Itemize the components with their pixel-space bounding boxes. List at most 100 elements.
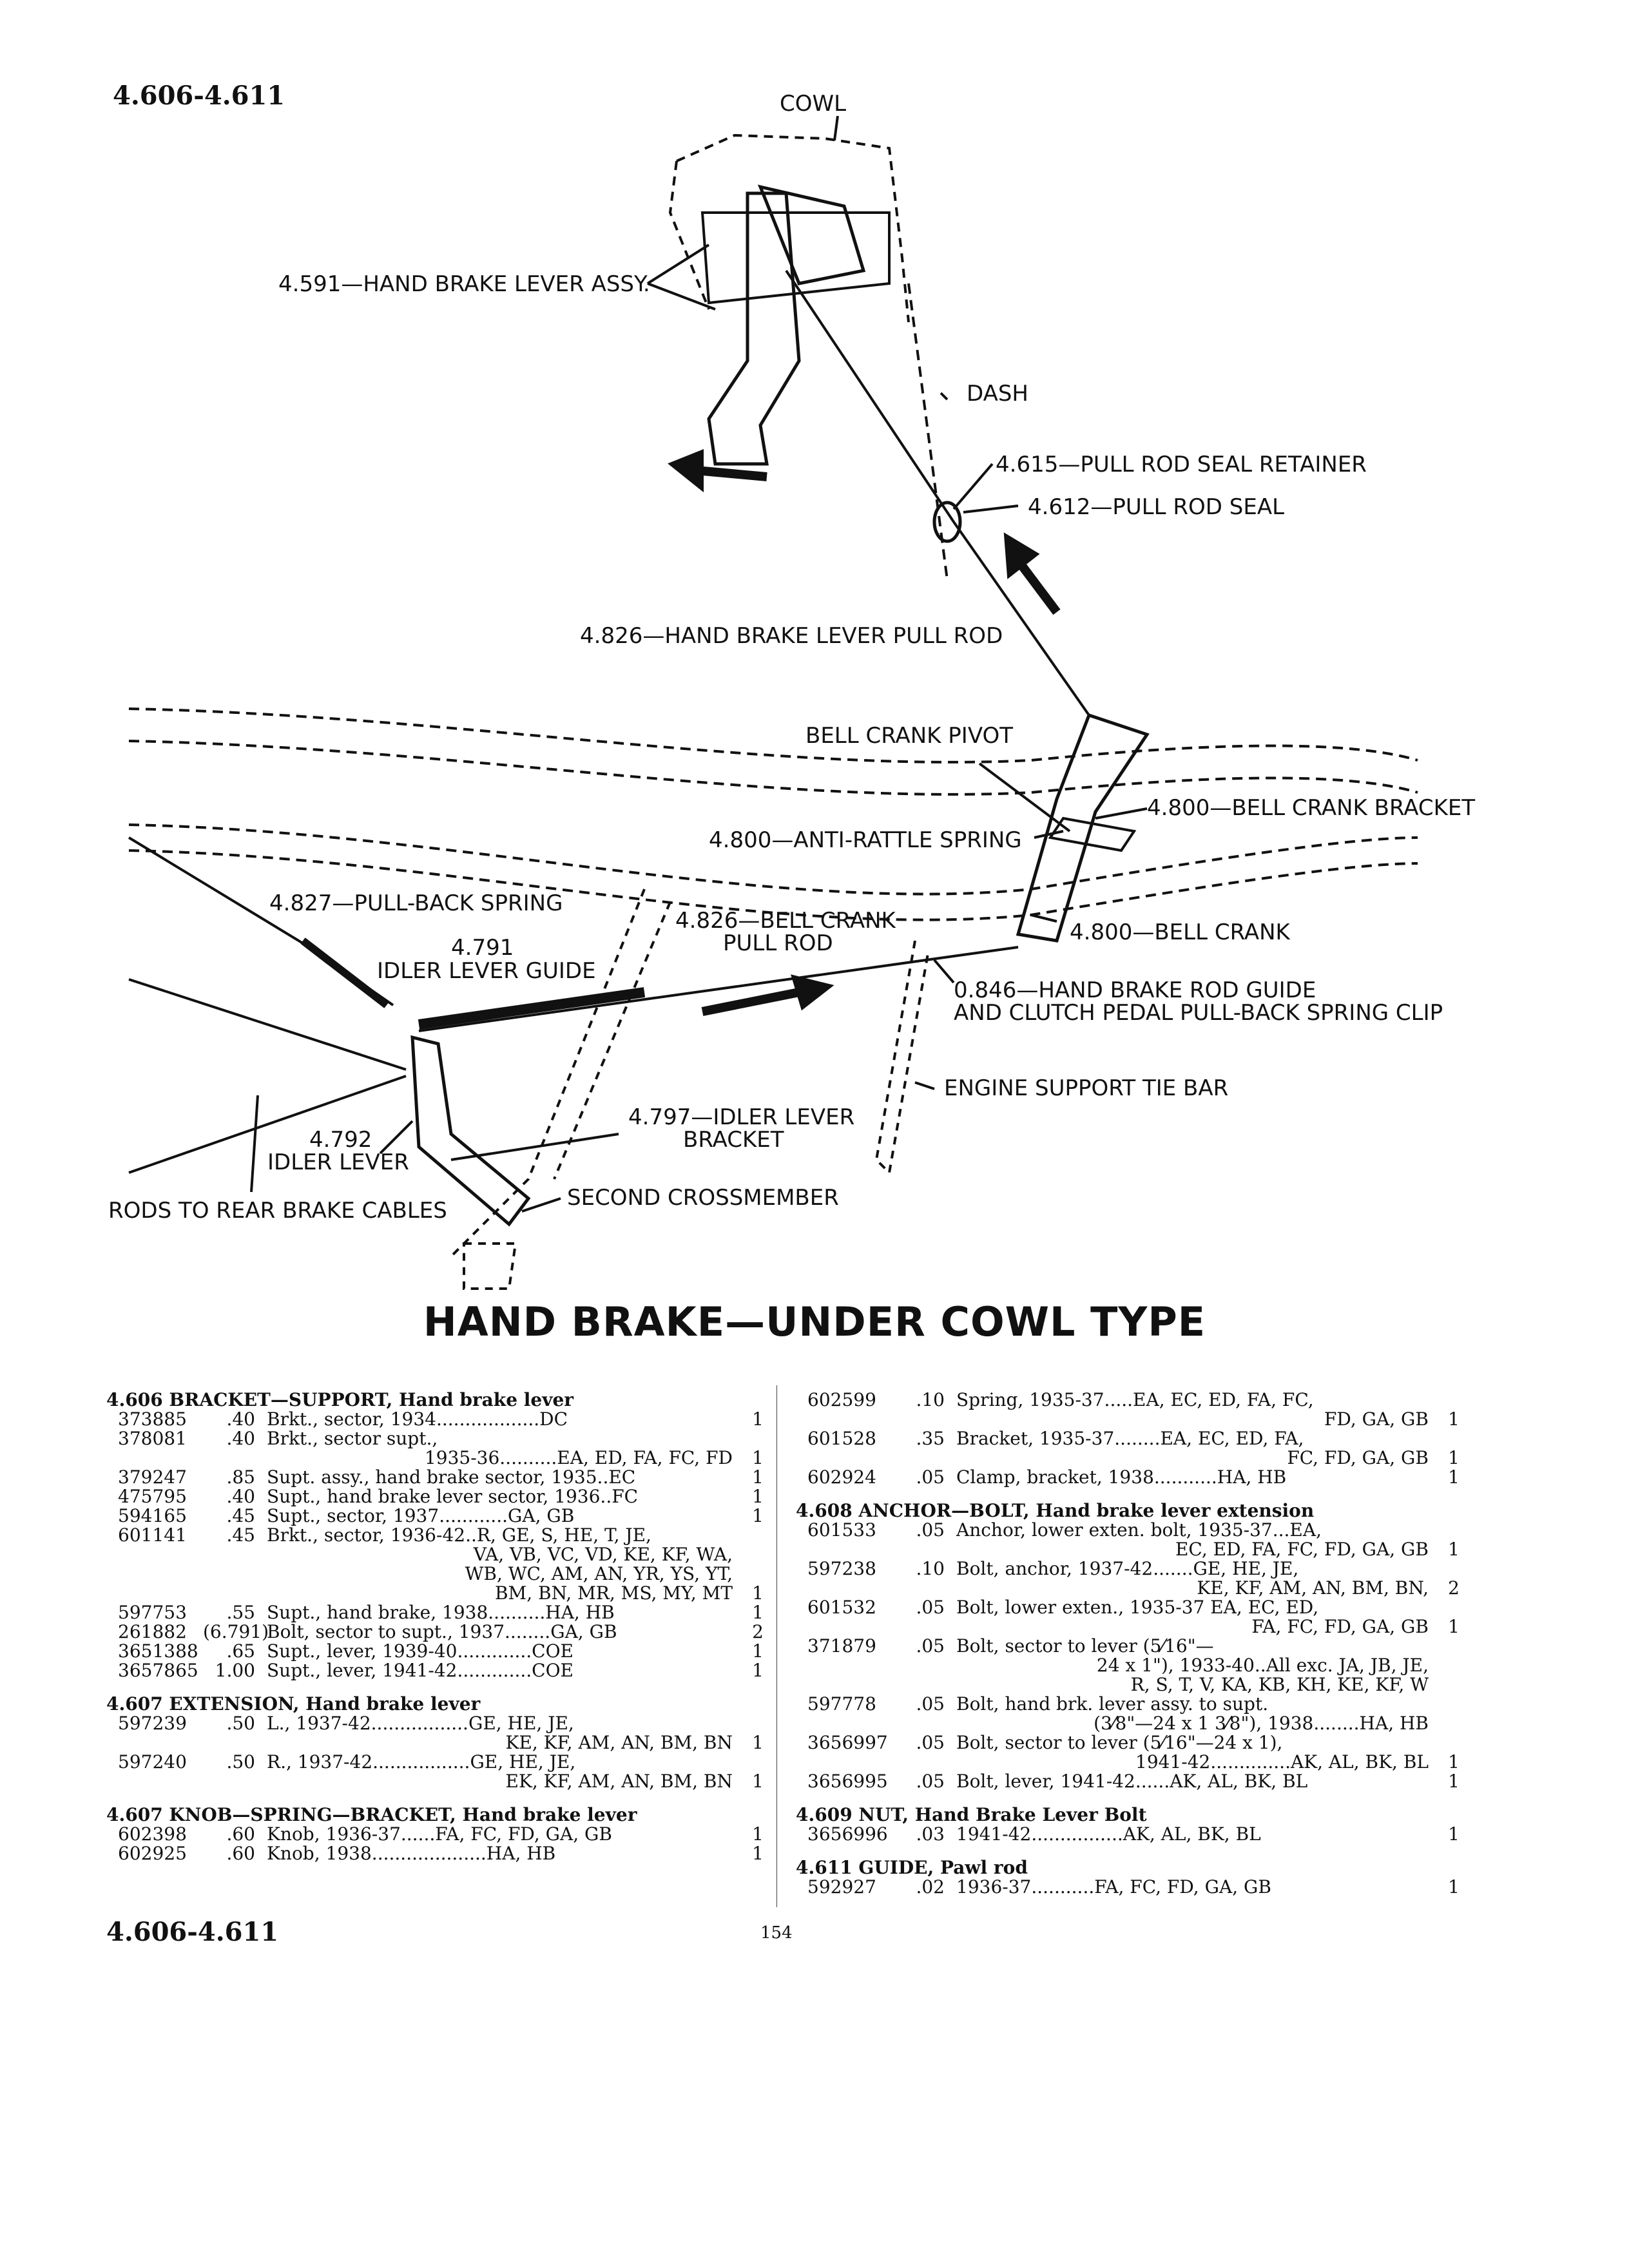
- part-quantity: 1: [752, 1505, 764, 1526]
- description-line: L., 1937-42.................GE, HE, JE,: [267, 1713, 574, 1734]
- section-heading: 4.606 BRACKET—SUPPORT, Hand brake lever: [106, 1389, 574, 1410]
- description-line: Knob, 1936-37......FA, FC, FD, GA, GB: [267, 1823, 612, 1845]
- section-heading: 4.607 KNOB—SPRING—BRACKET, Hand brake le…: [106, 1804, 637, 1825]
- part-quantity: 1: [752, 1447, 764, 1468]
- part-number: 602599: [807, 1389, 876, 1410]
- label-idler-lever-number: 4.792: [309, 1127, 372, 1153]
- section-heading: 4.608 ANCHOR—BOLT, Hand brake lever exte…: [796, 1500, 1315, 1521]
- label-idler-lever-guide-number: 4.791: [451, 935, 514, 961]
- description-line: FC, FD, GA, GB: [1287, 1447, 1429, 1468]
- part-number: 597753: [118, 1602, 187, 1623]
- part-quantity: 1: [752, 1823, 764, 1845]
- description-line: Bolt, sector to lever (5⁄16"—24 x 1),: [956, 1732, 1283, 1753]
- label-second-crossmember: SECOND CROSSMEMBER: [567, 1185, 839, 1211]
- part-quantity: 1: [1448, 1751, 1460, 1773]
- description-line: EC, ED, FA, FC, FD, GA, GB: [1175, 1539, 1429, 1560]
- page-footer-code: 4.606-4.611: [106, 1917, 279, 1947]
- part-number: 3656996: [807, 1823, 888, 1845]
- label-dash: DASH: [967, 381, 1028, 407]
- part-quantity: 1: [752, 1640, 764, 1662]
- description-line: KE, KF, AM, AN, BM, BN: [505, 1732, 733, 1753]
- part-price: .05: [916, 1732, 945, 1753]
- description-line: Bracket, 1935-37........EA, EC, ED, FA,: [956, 1428, 1304, 1449]
- part-description: 1941-42................AK, AL, BK, BL: [954, 1825, 1434, 1844]
- part-number: 597778: [807, 1693, 876, 1715]
- part-price: .40: [226, 1428, 255, 1449]
- part-quantity: 1: [1448, 1408, 1460, 1430]
- part-description: Anchor, lower exten. bolt, 1935-37...EA,…: [954, 1521, 1434, 1559]
- part-number: 597239: [118, 1713, 187, 1734]
- part-price: .45: [226, 1505, 255, 1526]
- description-line: Bolt, anchor, 1937-42.......GE, HE, JE,: [956, 1558, 1299, 1579]
- label-idler-lever-bracket-line1: 4.797—IDLER LEVER: [628, 1104, 854, 1130]
- description-line: FD, GA, GB: [1324, 1408, 1429, 1430]
- parts-row: 261882(6.791)Bolt, sector to supt., 1937…: [106, 1622, 764, 1642]
- part-description: Brkt., sector, 1934..................DC: [264, 1410, 738, 1429]
- part-quantity: 2: [752, 1621, 764, 1642]
- description-line: Supt., sector, 1937............GA, GB: [267, 1505, 575, 1526]
- part-number: 602924: [807, 1466, 876, 1488]
- label-idler-lever-guide: IDLER LEVER GUIDE: [377, 958, 596, 984]
- label-bell-crank-pull-rod-line2: PULL ROD: [723, 930, 833, 956]
- part-quantity: 1: [752, 1771, 764, 1792]
- part-description: Bolt, hand brk. lever assy. to supt.(3⁄8…: [954, 1695, 1434, 1733]
- part-quantity: 1: [1448, 1616, 1460, 1637]
- label-hand-brake-lever-assy: 4.591—HAND BRAKE LEVER ASSY.: [278, 271, 650, 297]
- section-heading: 4.611 GUIDE, Pawl rod: [796, 1857, 1028, 1878]
- part-description: 1936-37...........FA, FC, FD, GA, GB: [954, 1878, 1434, 1897]
- description-line: Brkt., sector supt.,: [267, 1428, 438, 1449]
- part-price: .50: [226, 1713, 255, 1734]
- part-description: Bolt, sector to lever (5⁄16"—24 x 1),194…: [954, 1733, 1434, 1772]
- part-description: Bolt, lever, 1941-42......AK, AL, BK, BL: [954, 1772, 1434, 1791]
- part-price: .65: [226, 1640, 255, 1662]
- hand-brake-diagram: COWL 4.591—HAND BRAKE LEVER ASSY. DASH 4…: [108, 91, 1475, 1290]
- part-description: Supt., hand brake lever sector, 1936..FC: [264, 1487, 738, 1506]
- part-number: 594165: [118, 1505, 187, 1526]
- part-price: .05: [916, 1466, 945, 1488]
- part-description: Supt., sector, 1937............GA, GB: [264, 1506, 738, 1526]
- part-description: R., 1937-42.................GE, HE, JE,E…: [264, 1753, 738, 1791]
- description-line: Supt., hand brake lever sector, 1936..FC: [267, 1486, 639, 1507]
- part-price: .55: [226, 1602, 255, 1623]
- part-number: 3657865: [118, 1660, 198, 1681]
- part-quantity: 1: [752, 1486, 764, 1507]
- part-description: Knob, 1938....................HA, HB: [264, 1844, 738, 1863]
- description-line: (3⁄8"—24 x 1 3⁄8"), 1938........HA, HB: [1094, 1713, 1429, 1734]
- label-anti-rattle-spring: 4.800—ANTI-RATTLE SPRING: [709, 827, 1022, 853]
- part-quantity: 1: [752, 1843, 764, 1864]
- part-price: .50: [226, 1751, 255, 1773]
- label-rods-to-rear-brake-cables: RODS TO REAR BRAKE CABLES: [108, 1198, 447, 1224]
- description-line: Anchor, lower exten. bolt, 1935-37...EA,: [956, 1519, 1322, 1541]
- parts-list-right: 602599 .10 Spring, 1935-37.....EA, EC, ED,…: [796, 1390, 1460, 1897]
- part-number: 379247: [118, 1466, 187, 1488]
- description-line: Brkt., sector, 1936-42..R, GE, S, HE, T,…: [267, 1524, 651, 1546]
- part-number: 373885: [118, 1408, 187, 1430]
- description-line: VA, VB, VC, VD, KE, KF, WA,: [473, 1544, 733, 1565]
- part-description: Bolt, anchor, 1937-42.......GE, HE, JE,K…: [954, 1559, 1434, 1598]
- part-description: Knob, 1936-37......FA, FC, FD, GA, GB: [264, 1825, 738, 1844]
- label-rod-guide-line2: AND CLUTCH PEDAL PULL-BACK SPRING CLIP: [954, 1000, 1443, 1026]
- part-price: .10: [916, 1558, 945, 1579]
- part-description: Supt. assy., hand brake sector, 1935..EC: [264, 1468, 738, 1487]
- part-price: .60: [226, 1823, 255, 1845]
- part-description: Bolt, sector to lever (5⁄16"—24 x 1"), 1…: [954, 1637, 1434, 1695]
- part-number: 601141: [118, 1524, 187, 1546]
- description-line: Bolt, lever, 1941-42......AK, AL, BK, BL: [956, 1771, 1308, 1792]
- part-price: .40: [226, 1408, 255, 1430]
- description-line: Bolt, sector to supt., 1937........GA, G…: [267, 1621, 617, 1642]
- description-line: 1941-42..............AK, AL, BK, BL: [1135, 1751, 1429, 1773]
- part-description: Spring, 1935-37.....EA, EC, ED, FA, FC,F…: [954, 1390, 1434, 1429]
- part-number: 601532: [807, 1597, 876, 1618]
- label-pull-rod-seal: 4.612—PULL ROD SEAL: [1028, 494, 1284, 520]
- part-description: Bracket, 1935-37........EA, EC, ED, FA,F…: [954, 1429, 1434, 1468]
